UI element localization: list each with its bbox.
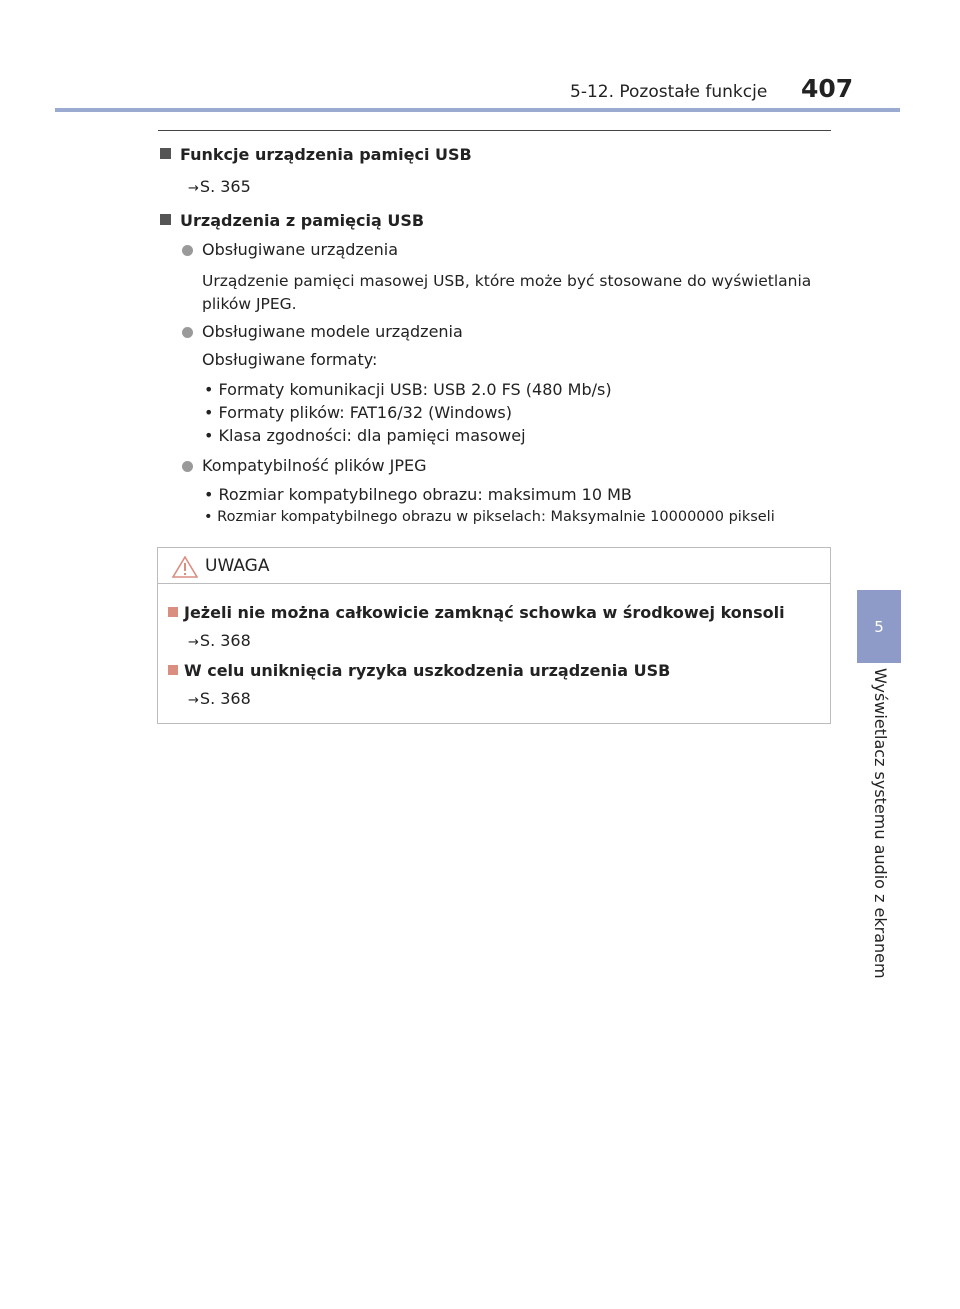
list-item: • Formaty komunikacji USB: USB 2.0 FS (4… [204,380,612,399]
header-divider [55,108,900,112]
circle-bullet-icon [182,327,193,338]
section-title: 5-12. Pozostałe funkcje [570,82,768,102]
warning-title: UWAGA [205,556,270,576]
square-bullet-icon [160,148,171,159]
subheading-jpeg-compat: Kompatybilność plików JPEG [202,456,427,475]
reference-text: S. 368 [199,631,251,650]
subheading-supported-models: Obsługiwane modele urządzenia [202,322,463,341]
arrow-right-icon: → [188,693,199,708]
square-bullet-icon [168,665,178,675]
formats-intro: Obsługiwane formaty: [202,350,378,369]
page-header: 5-12. Pozostałe funkcje 407 [0,74,900,110]
page-reference: →S. 368 [188,689,251,708]
chapter-tab: 5 [857,590,901,663]
list-item: • Formaty plików: FAT16/32 (Windows) [204,403,512,422]
warning-item-title: W celu uniknięcia ryzyka uszkodzenia urz… [184,661,671,680]
list-item: • Rozmiar kompatybilnego obrazu w piksel… [204,509,775,525]
chapter-title: Wyświetlacz systemu audio z ekranem [871,668,890,979]
list-item: • Klasa zgodności: dla pamięci masowej [204,426,526,445]
chapter-number: 5 [874,618,884,636]
circle-bullet-icon [182,245,193,256]
arrow-right-icon: → [188,181,199,196]
arrow-right-icon: → [188,635,199,650]
warning-item-title: Jeżeli nie można całkowicie zamknąć scho… [184,603,785,622]
circle-bullet-icon [182,461,193,472]
square-bullet-icon [168,607,178,617]
warning-box: UWAGA Jeżeli nie można całkowicie zamkną… [157,547,831,724]
warning-divider [158,583,830,584]
page-reference: →S. 368 [188,631,251,650]
reference-text: S. 368 [199,689,251,708]
warning-triangle-icon [172,556,198,578]
square-bullet-icon [160,214,171,225]
supported-devices-text: Urządzenie pamięci masowej USB, które mo… [202,272,812,313]
heading-usb-devices: Urządzenia z pamięcią USB [180,211,425,230]
page-reference: →S. 365 [188,177,251,196]
heading-usb-functions: Funkcje urządzenia pamięci USB [180,145,472,164]
content-divider [158,130,831,131]
page-number: 407 [801,74,854,103]
reference-text: S. 365 [199,177,251,196]
list-item: • Rozmiar kompatybilnego obrazu: maksimu… [204,485,632,504]
subheading-supported-devices: Obsługiwane urządzenia [202,240,399,259]
